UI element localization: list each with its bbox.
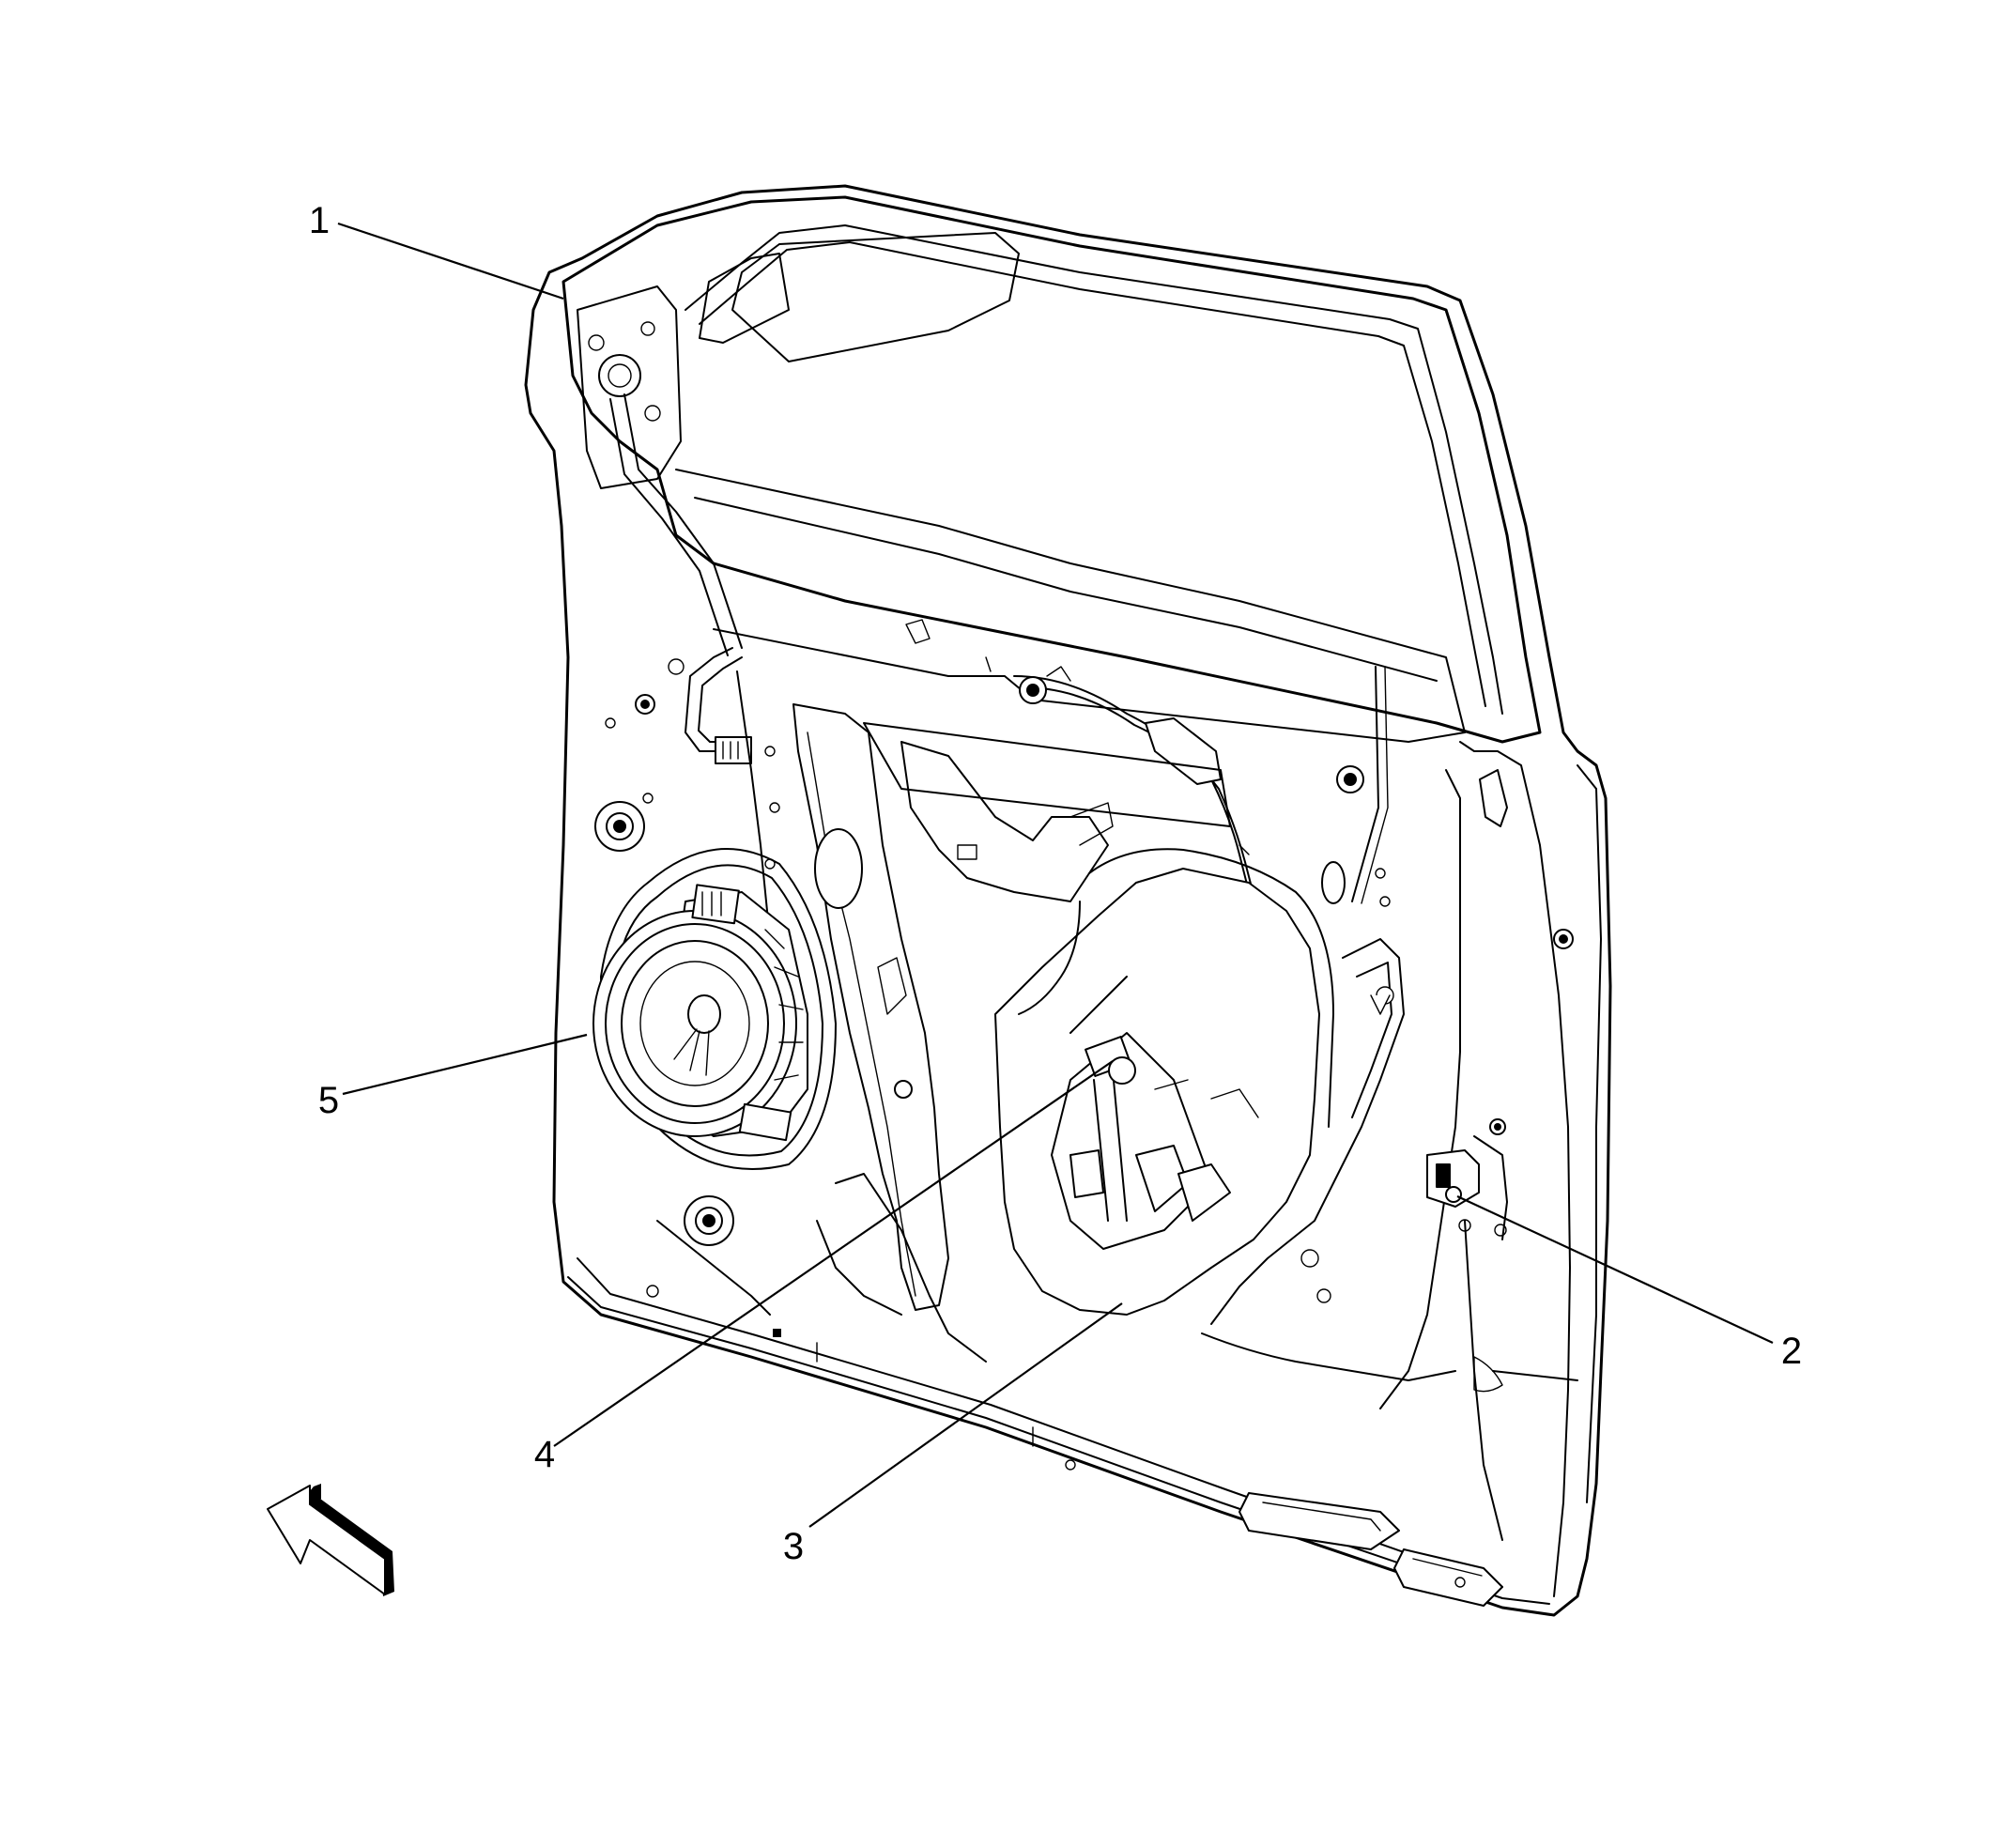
callout-4: 4 xyxy=(534,1434,555,1475)
view-direction-arrow-icon xyxy=(267,1484,394,1596)
callout-2: 2 xyxy=(1781,1331,1802,1372)
callout-3: 3 xyxy=(783,1526,804,1567)
leader-line-3 xyxy=(808,1302,1123,1528)
door-latch xyxy=(1426,1118,1508,1240)
callout-5: 5 xyxy=(318,1080,339,1121)
callout-1: 1 xyxy=(309,200,330,241)
leader-line-1 xyxy=(337,222,564,300)
door-inner-panel xyxy=(524,184,1612,1617)
speaker xyxy=(592,848,837,1170)
leader-line-5 xyxy=(342,1033,588,1096)
leader-line-2 xyxy=(1456,1195,1774,1344)
leader-line-4 xyxy=(553,1060,1114,1447)
